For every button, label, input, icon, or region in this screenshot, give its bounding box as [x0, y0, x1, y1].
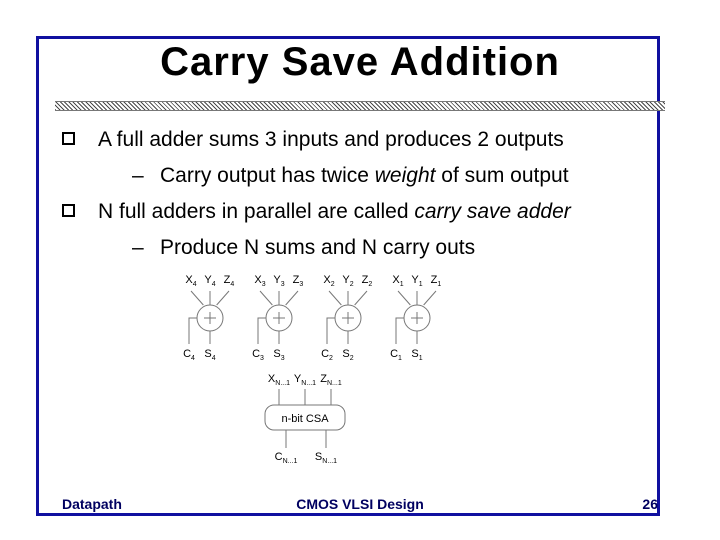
- carry-output-label: C4: [183, 348, 195, 362]
- z-input-label: Z2: [362, 274, 373, 288]
- csa-input-label: ZN...1: [320, 373, 342, 387]
- bullet-item: N full adders in parallel are called car…: [60, 194, 670, 230]
- input-wire: [328, 290, 342, 306]
- input-wire: [190, 290, 204, 306]
- bullet-item: A full adder sums 3 inputs and produces …: [60, 122, 670, 158]
- z-input-label: Z3: [293, 274, 304, 288]
- bullet-list: A full adder sums 3 inputs and produces …: [60, 122, 670, 266]
- input-wire: [259, 290, 273, 306]
- input-wire: [397, 290, 411, 306]
- carry-output-label: C1: [390, 348, 402, 362]
- footer-course: CMOS VLSI Design: [296, 496, 424, 512]
- csa-output-label: SN...1: [315, 451, 337, 465]
- csa-box-label: n-bit CSA: [281, 413, 329, 425]
- x-input-label: X2: [323, 274, 334, 288]
- bullet-box-icon: [62, 132, 75, 145]
- z-input-label: Z4: [224, 274, 235, 288]
- sum-output-label: S1: [411, 348, 422, 362]
- sum-output-label: S4: [204, 348, 215, 362]
- csa-input-label: XN...1: [268, 373, 290, 387]
- sum-output-label: S3: [273, 348, 284, 362]
- page-number: 26: [642, 496, 658, 512]
- z-input-label: Z1: [431, 274, 442, 288]
- title-divider: [55, 101, 665, 111]
- input-wire: [354, 290, 368, 306]
- footer-section: Datapath: [62, 496, 122, 512]
- csa-output-label: CN...1: [275, 451, 298, 465]
- y-input-label: Y3: [273, 274, 284, 288]
- carry-wire: [395, 317, 404, 344]
- carry-output-label: C3: [252, 348, 264, 362]
- slide-frame: [36, 36, 660, 516]
- csa-input-label: YN...1: [294, 373, 316, 387]
- sub-bullet-item: –Produce N sums and N carry outs: [60, 230, 670, 266]
- y-input-label: Y2: [342, 274, 353, 288]
- x-input-label: X3: [254, 274, 265, 288]
- x-input-label: X4: [185, 274, 196, 288]
- sum-output-label: S2: [342, 348, 353, 362]
- sub-bullet-item: –Carry output has twice weight of sum ou…: [60, 158, 670, 194]
- slide-title: Carry Save Addition: [160, 40, 560, 84]
- y-input-label: Y1: [411, 274, 422, 288]
- dash-marker: –: [132, 236, 144, 259]
- x-input-label: X1: [392, 274, 403, 288]
- carry-wire: [326, 317, 335, 344]
- csa-box: [264, 404, 346, 431]
- y-input-label: Y4: [204, 274, 215, 288]
- input-wire: [216, 290, 230, 306]
- carry-wire: [257, 317, 266, 344]
- csa-block: XN...1 YN...1 ZN...1 n-bit CSA CN...1 SN...1: [264, 373, 346, 465]
- bullet-box-icon: [62, 204, 75, 217]
- dash-marker: –: [132, 164, 144, 187]
- input-wire: [423, 290, 437, 306]
- carry-wire: [188, 317, 197, 344]
- input-wire: [285, 290, 299, 306]
- carry-output-label: C2: [321, 348, 333, 362]
